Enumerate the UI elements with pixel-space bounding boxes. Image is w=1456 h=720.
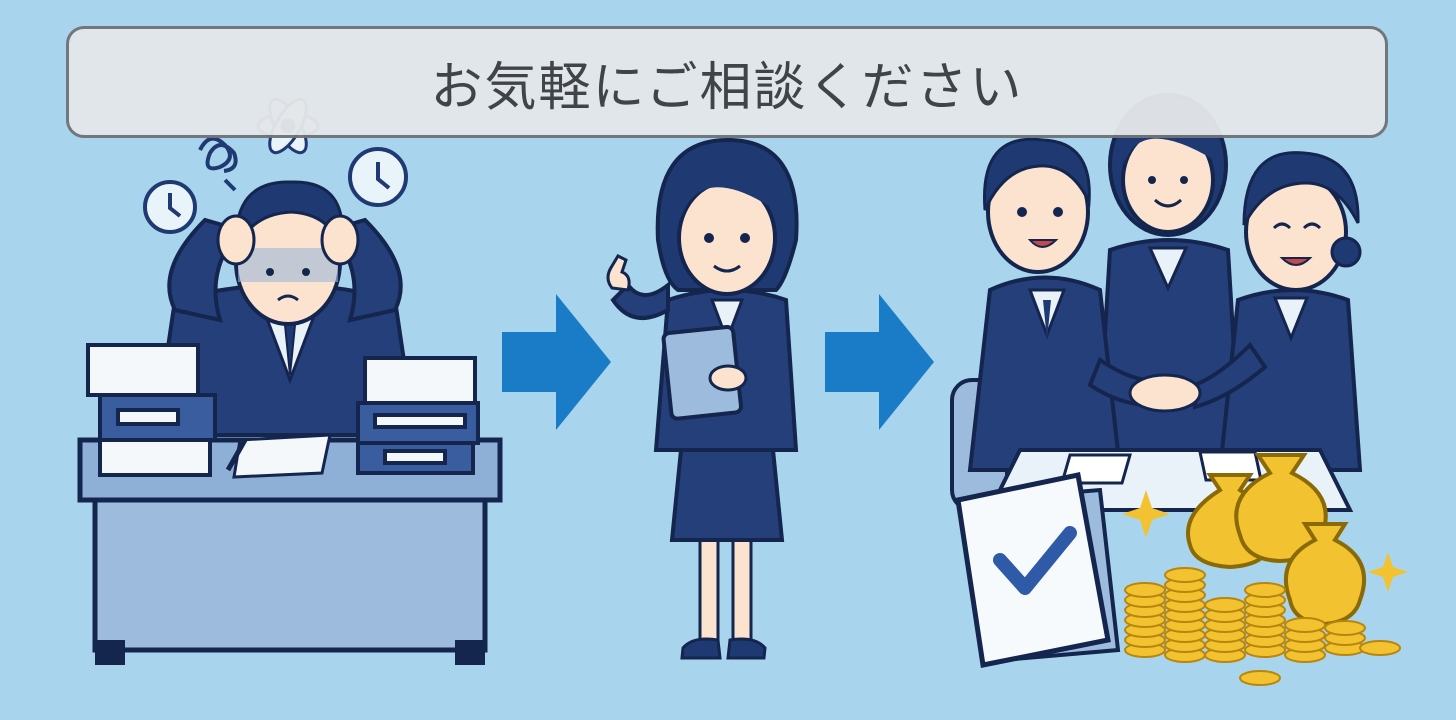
- document-stack-left: [86, 343, 217, 477]
- banner-text: お気軽にご相談ください: [430, 57, 1024, 118]
- sparkle-icon: [1122, 490, 1408, 592]
- consultant-panel: [606, 137, 799, 660]
- checkmark-icon: [993, 526, 1077, 595]
- document-stack-right: [356, 356, 480, 475]
- approved-folder: [955, 472, 1121, 668]
- success-team-panel: [950, 93, 1408, 686]
- arrow-right-icon: [502, 294, 934, 430]
- stress-scribble-icon: [198, 136, 238, 192]
- consultation-banner: お気軽にご相談ください: [66, 26, 1388, 138]
- clock-icon: [143, 147, 408, 234]
- stressed-worker-panel: [77, 97, 503, 665]
